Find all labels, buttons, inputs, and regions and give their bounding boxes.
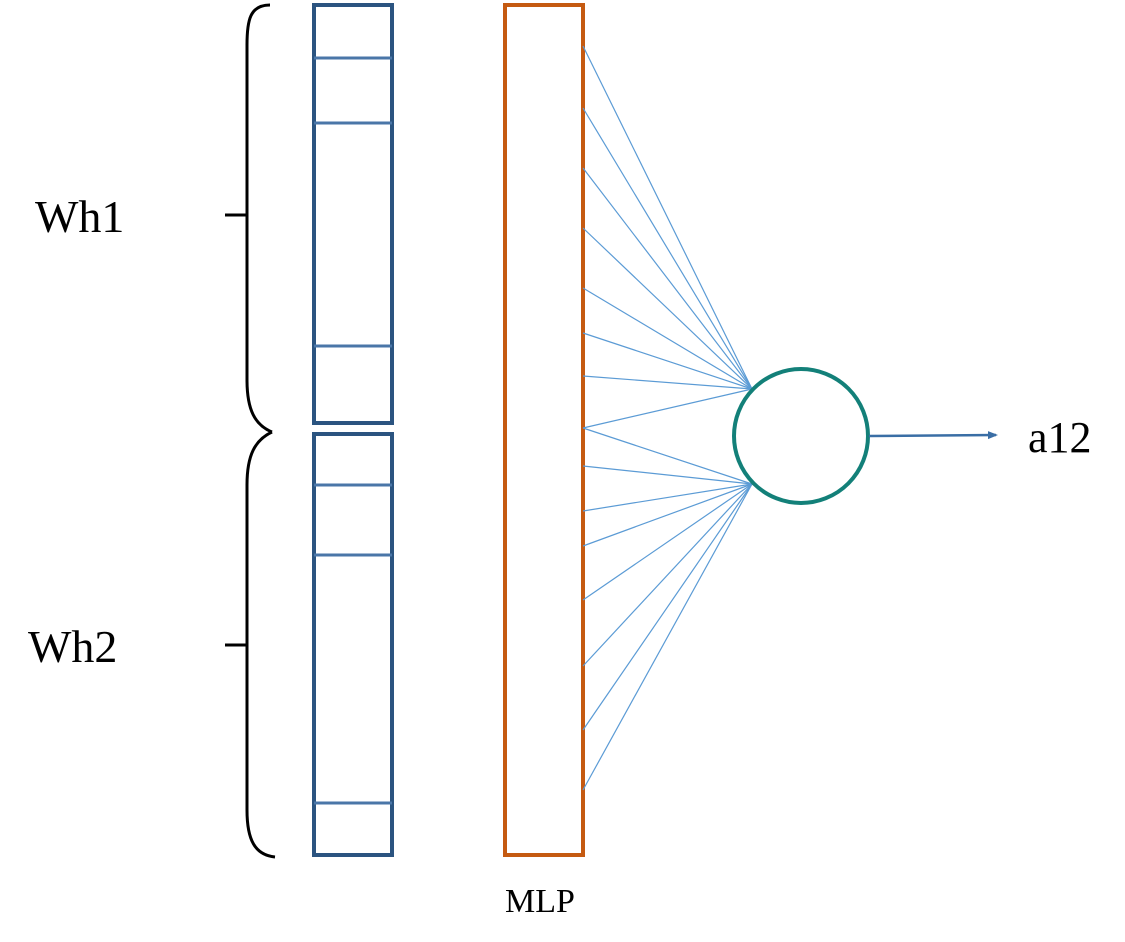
connection-line (582, 107, 753, 390)
brace-bottom (225, 430, 276, 859)
connection-line (582, 227, 753, 390)
connection-line (582, 483, 753, 512)
connection-line (582, 427, 753, 485)
wh2-label: Wh2 (28, 621, 117, 672)
connection-line (582, 465, 753, 485)
mlp-connections (582, 45, 753, 791)
connection-line (582, 167, 753, 390)
connection-line (582, 483, 753, 791)
connection-line (582, 483, 753, 731)
connection-line (582, 388, 753, 429)
vector-wh1 (312, 3, 394, 425)
connection-line (582, 287, 753, 390)
wh1-label: Wh1 (35, 191, 124, 242)
vector-wh2 (312, 432, 394, 857)
connection-line (582, 483, 753, 601)
connection-line (582, 483, 753, 667)
connection-line (582, 483, 753, 547)
mlp-layer (503, 3, 585, 857)
connection-line (582, 332, 753, 390)
output-arrow (868, 431, 998, 440)
brace-top (225, 3, 273, 434)
connection-line (582, 375, 753, 390)
mlp-label: MLP (505, 883, 575, 920)
output-label: a12 (1028, 413, 1092, 462)
connection-line (582, 45, 753, 390)
output-neuron (732, 367, 870, 505)
